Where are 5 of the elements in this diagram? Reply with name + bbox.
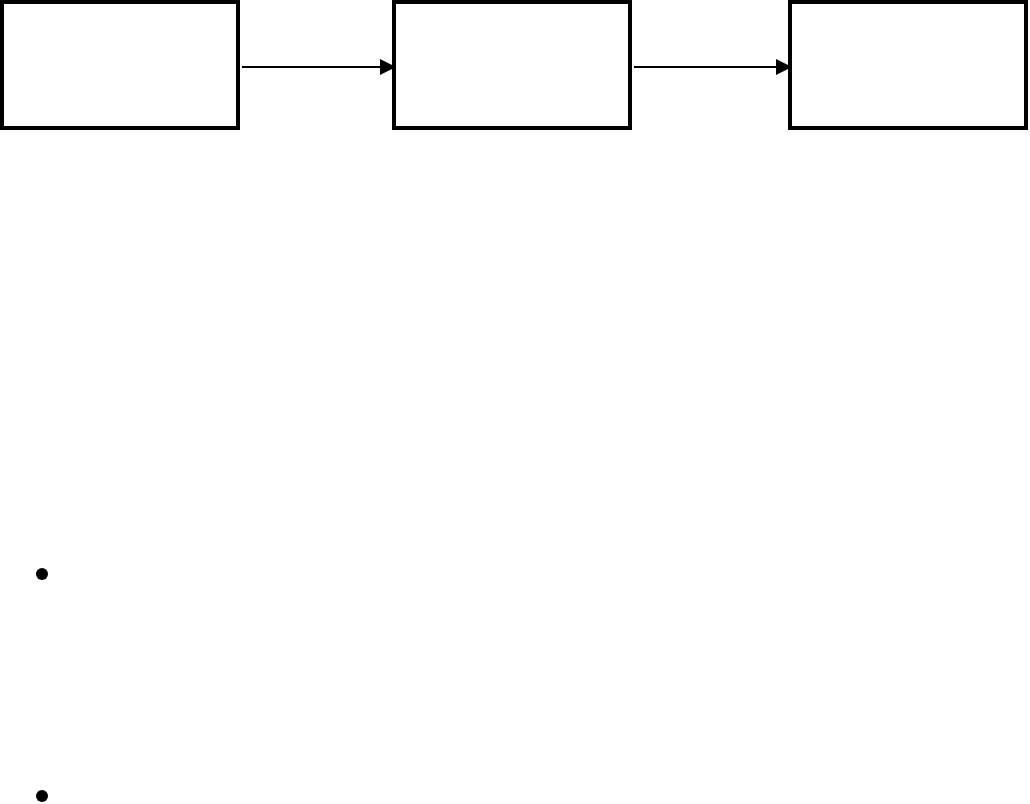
process-box: [392, 0, 632, 130]
arrow: [633, 59, 792, 75]
process-box: [0, 0, 240, 130]
arrow: [241, 59, 396, 75]
process-box: [788, 0, 1028, 130]
